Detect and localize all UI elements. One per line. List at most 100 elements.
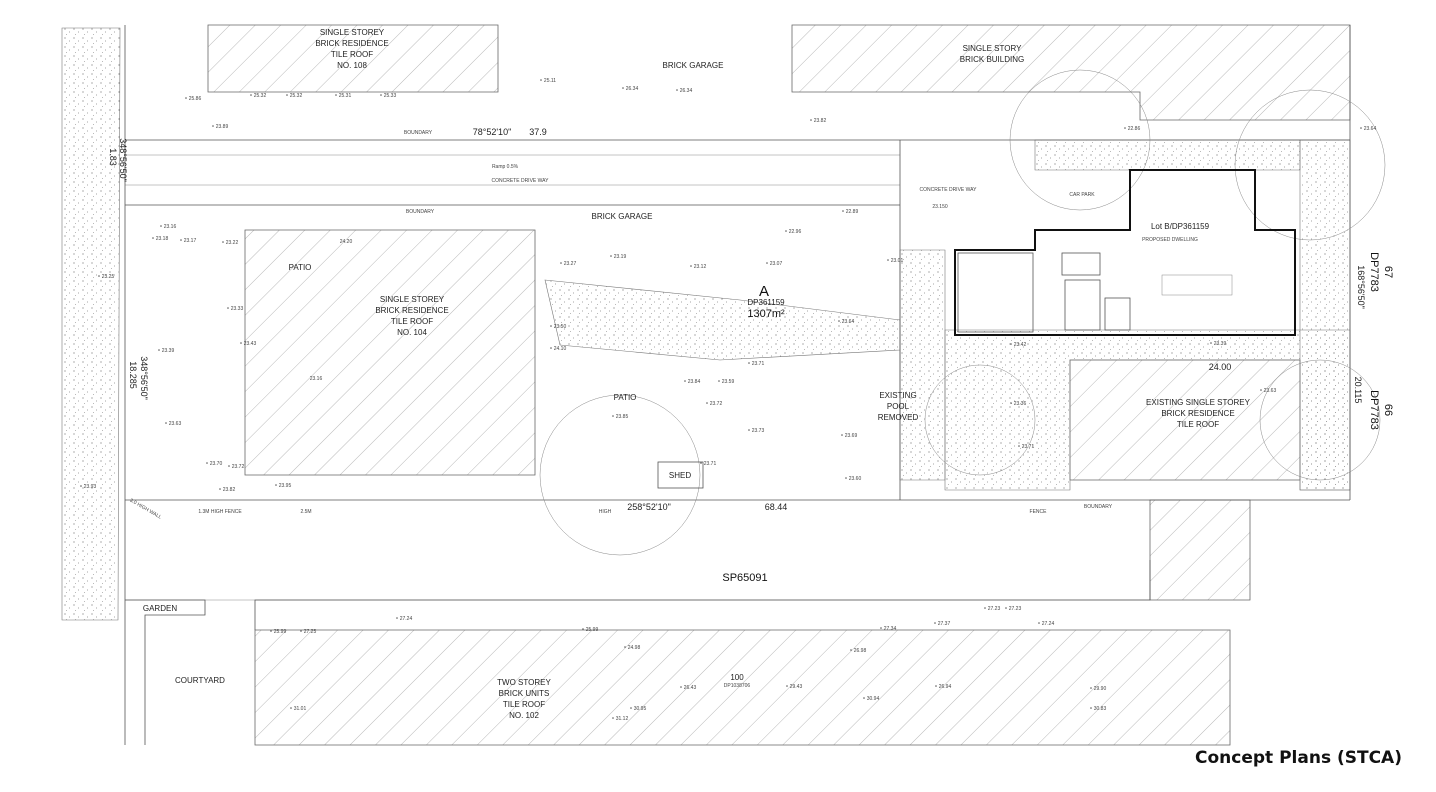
spot-level-label: 23.12	[694, 264, 707, 270]
sp-label: SP65091	[722, 572, 767, 584]
brick-garage-top-label: BRICK GARAGE	[663, 61, 724, 70]
spot-level-marker	[748, 429, 750, 431]
garden-edge	[125, 599, 206, 745]
bath-room	[1064, 279, 1101, 331]
labels-pool: EXISTING POOL REMOVED	[878, 391, 919, 422]
spot-level-marker	[706, 402, 708, 404]
spot-level-marker	[1010, 343, 1012, 345]
spot-level-label: 25.32	[290, 93, 303, 99]
spot-level-marker	[550, 325, 552, 327]
kitchen-island	[1161, 274, 1233, 296]
spot-level-label: 22.96	[789, 229, 802, 235]
spot-level-marker	[748, 362, 750, 364]
spot-level-label: 29.43	[790, 684, 803, 690]
top-bearing-label: 78°52'10"	[473, 127, 512, 137]
spot-level-marker	[610, 255, 612, 257]
boundary-word-bottom: BOUNDARY	[1084, 504, 1113, 510]
driveway-right-label: CONCRETE DRIVE WAY	[920, 187, 978, 193]
no108-line-2: BRICK RESIDENCE	[315, 39, 388, 48]
high-fence-label: 1.3M HIGH FENCE	[198, 509, 242, 515]
spot-level-label: 23.93	[84, 484, 97, 490]
spot-level-label: 27.37	[938, 621, 951, 627]
spot-level-marker	[684, 380, 686, 382]
spot-level-marker	[222, 241, 224, 243]
spot-level-marker	[165, 422, 167, 424]
spot-level-marker	[785, 230, 787, 232]
proposed-dwelling-outline	[954, 169, 1296, 336]
spot-level-marker	[540, 79, 542, 81]
no102-edge	[254, 560, 1151, 630]
spot-level-label: 23.72	[232, 464, 245, 470]
boundary-word-mid: BOUNDARY	[406, 209, 435, 215]
spot-level-label: 23.71	[1022, 444, 1035, 450]
spot-level-label: 23.82	[223, 487, 236, 493]
dp-100-label: DP1038706	[724, 683, 751, 689]
lot-area: 1307m²	[747, 308, 785, 320]
spot-level-marker	[624, 646, 626, 648]
spot-level-marker	[880, 627, 882, 629]
spot-level-marker	[1124, 127, 1126, 129]
spot-level-marker	[630, 707, 632, 709]
spot-level-label: 23.43	[244, 341, 257, 347]
spot-level-label: 23.73	[752, 428, 765, 434]
building-no108	[207, 24, 499, 93]
right-bearing: 168°56'50"	[1356, 265, 1366, 309]
spot-level-marker	[1010, 402, 1012, 404]
spot-level-marker	[1210, 342, 1212, 344]
no102-line-2: BRICK UNITS	[499, 689, 550, 698]
spot-level-marker	[250, 94, 252, 96]
existing-res-line-2: BRICK RESIDENCE	[1161, 409, 1234, 418]
spot-level-label: 23.27	[564, 261, 577, 267]
spot-level-marker	[1005, 607, 1007, 609]
tree-canopy	[924, 364, 1036, 476]
spot-level-marker	[550, 347, 552, 349]
spot-level-marker	[219, 488, 221, 490]
spot-level-marker	[1090, 707, 1092, 709]
spot-level-marker	[560, 262, 562, 264]
driveway-label: CONCRETE DRIVE WAY	[492, 178, 550, 184]
labels-existing-residence: EXISTING SINGLE STOREY BRICK RESIDENCE T…	[1146, 398, 1251, 429]
tree-canopy	[1234, 89, 1386, 241]
existing-res-line-3: TILE ROOF	[1177, 420, 1219, 429]
spot-level-label: 24.10	[554, 346, 567, 352]
spot-level-marker	[206, 462, 208, 464]
spot-level-marker	[887, 259, 889, 261]
bottom-bearing-label: 258°52'10"	[627, 502, 671, 512]
labels-no102: TWO STOREY BRICK UNITS TILE ROOF NO. 102	[497, 678, 551, 720]
lot-100-label: 100	[730, 673, 744, 682]
spot-level-marker	[766, 262, 768, 264]
spot-level-marker	[240, 342, 242, 344]
spot-level-marker	[984, 607, 986, 609]
spot-level-label: 23.18	[156, 236, 169, 242]
patio-mid-label: PATIO	[614, 393, 637, 402]
spot-level-marker	[158, 349, 160, 351]
stipple-carpark	[1034, 139, 1301, 171]
spot-level-marker	[152, 237, 154, 239]
stipple-east-yard	[899, 249, 946, 481]
spot-level-marker	[300, 630, 302, 632]
labels-no108: SINGLE STOREY BRICK RESIDENCE TILE ROOF …	[315, 28, 388, 70]
spot-level-marker	[934, 622, 936, 624]
shed-label: SHED	[669, 471, 691, 480]
spot-level-label: 26.34	[680, 88, 693, 94]
no104-line-1: SINGLE STOREY	[380, 295, 445, 304]
spot-level-label: 25.99	[274, 629, 287, 635]
spot-level-label: 31.12	[616, 716, 629, 722]
spot-level-label: 23.07	[770, 261, 783, 267]
spot-level-marker	[80, 485, 82, 487]
spot-level-marker	[810, 119, 812, 121]
no108-line-3: TILE ROOF	[331, 50, 373, 59]
footer-title: Concept Plans (STCA)	[1195, 748, 1402, 768]
pool-line-2: POOL	[887, 402, 910, 411]
bottom-length-label: 68.44	[765, 502, 788, 512]
spot-level-marker	[270, 630, 272, 632]
ramp-label: Ramp 0.5%	[492, 164, 519, 170]
building-no104	[244, 229, 536, 476]
stairs	[1061, 252, 1101, 276]
tree-canopy	[1259, 359, 1381, 481]
spot-level-marker	[850, 649, 852, 651]
spot-level-label: 27.23	[1009, 606, 1022, 612]
spot-level-marker	[841, 434, 843, 436]
spot-level-marker	[838, 320, 840, 322]
